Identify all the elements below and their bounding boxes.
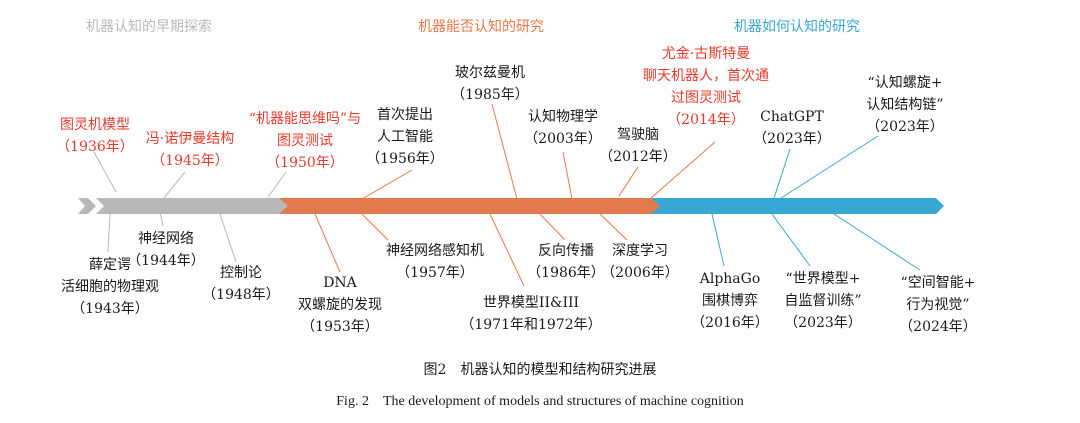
event-world-model-ii-iii: 世界模型II&III （1971年和1972年） <box>460 295 602 333</box>
event-eugene-goostman: 尤金·古斯特曼 聊天机器人，首次通 过图灵测试 （2014年） <box>643 46 769 128</box>
timeline-arrow <box>78 198 944 214</box>
leader-world-model-ssl <box>771 213 811 267</box>
blue-era-arrow <box>651 198 938 214</box>
event-neural-network: 神经网络 （1944年） <box>127 231 205 269</box>
leader-cognitive-physics <box>562 151 573 200</box>
leader-perceptron <box>361 213 389 241</box>
leader-dna <box>314 213 341 273</box>
leader-ai-proposed <box>361 169 413 200</box>
leader-driving-brain <box>618 166 639 197</box>
leader-turing-test <box>267 171 287 198</box>
leader-turing-machine <box>93 151 117 193</box>
event-von-neumann: 冯·诺伊曼结构 （1945年） <box>145 131 235 169</box>
leader-cybernetics <box>219 213 237 263</box>
leader-neural-net <box>159 211 164 227</box>
event-schrodinger: 薛定谔 活细胞的物理观 （1943年） <box>61 257 159 317</box>
event-deep-learning: 深度学习 （2006年） <box>601 243 679 281</box>
era-label-can-machines: 机器能否认知的研究 <box>418 19 544 35</box>
event-chatgpt: ChatGPT （2023年） <box>753 109 831 147</box>
leader-eugene <box>649 141 716 200</box>
gray-era-arrow <box>96 198 292 214</box>
end-chevron <box>928 198 944 214</box>
leader-schrodinger <box>107 213 111 253</box>
event-spiral-chain: “认知螺旋+ 认知结构链” （2023年） <box>866 75 944 135</box>
era-label-early: 机器认知的早期探索 <box>86 19 212 35</box>
event-cognitive-physics: 认知物理学 （2003年） <box>524 109 602 147</box>
event-driving-brain: 驾驶脑 （2012年） <box>599 127 677 165</box>
event-turing-machine: 图灵机模型 （1936年） <box>56 117 134 155</box>
leader-von-neumann <box>159 171 186 204</box>
event-cybernetics: 控制论 （1948年） <box>202 265 280 303</box>
figure-caption-english: Fig. 2 The development of models and str… <box>336 394 744 409</box>
event-ai-proposed: 首次提出 人工智能 （1956年） <box>366 107 444 167</box>
start-chevron <box>78 198 96 214</box>
event-boltzmann: 玻尔兹曼机 （1985年） <box>451 65 529 103</box>
leader-spatial-intel <box>833 213 921 271</box>
event-alphago: AlphaGo 围棋博弈 （2016年） <box>691 271 769 331</box>
figure-caption-chinese: 图2 机器认知的模型和结构研究进展 <box>423 362 657 378</box>
orange-era-arrow <box>279 198 665 214</box>
leader-alphago <box>711 213 725 267</box>
leader-boltzmann <box>491 103 518 200</box>
leader-chatgpt <box>773 148 791 199</box>
leader-spiral-chain <box>777 135 879 201</box>
leader-backprop <box>539 213 566 241</box>
leader-world-model <box>489 213 525 287</box>
event-backpropagation: 反向传播 （1986年） <box>527 243 605 281</box>
leader-deep-learning <box>599 213 628 241</box>
event-world-model-self-supervised: “世界模型+ 自监督训练” （2023年） <box>784 271 862 331</box>
event-dna: DNA 双螺旋的发现 （1953年） <box>298 275 382 335</box>
leader-lines <box>93 103 921 287</box>
event-spatial-intelligence: “空间智能+ 行为视觉” （2024年） <box>899 275 977 335</box>
era-label-how-machines: 机器如何认知的研究 <box>734 19 860 35</box>
event-turing-test-question: “机器能思维吗”与 图灵测试 （1950年） <box>248 111 362 171</box>
event-perceptron: 神经网络感知机 （1957年） <box>386 243 484 281</box>
